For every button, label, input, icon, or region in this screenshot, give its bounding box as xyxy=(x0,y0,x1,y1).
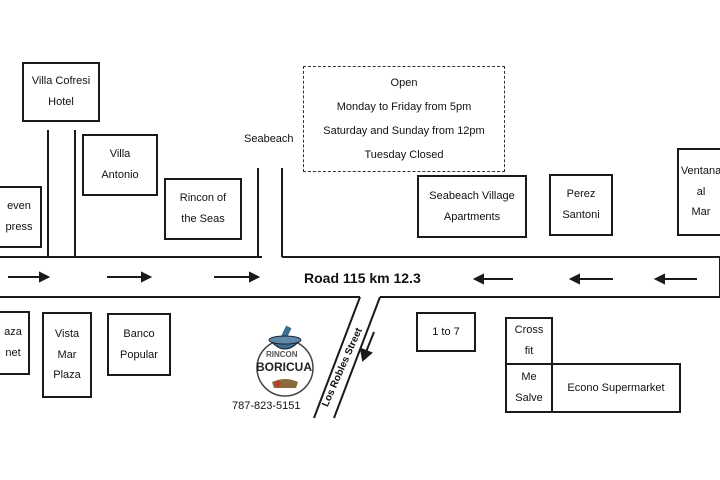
one-to-seven-box: 1 to 7 xyxy=(416,312,476,352)
villa-antonio-box: Villa Antonio xyxy=(82,134,158,196)
seven-express-box: even press xyxy=(0,186,42,248)
logo-bottom-text: BORICUA xyxy=(256,360,312,374)
hours-closed: Tuesday Closed xyxy=(364,149,444,161)
ventana-al-mar-box: Ventana al Mar xyxy=(677,148,720,236)
rincon-boricua-logo: RINCON BORICUA xyxy=(252,318,318,398)
banco-popular-box: Banco Popular xyxy=(107,313,171,376)
mortar-icon xyxy=(256,325,314,397)
hours-weekend: Saturday and Sunday from 12pm xyxy=(323,125,485,137)
phone-number: 787-823-5151 xyxy=(232,400,301,412)
hours-weekdays: Monday to Friday from 5pm xyxy=(336,101,472,113)
seabeach-village-apartments-box: Seabeach Village Apartments xyxy=(417,175,527,238)
seabeach-label: Seabeach xyxy=(244,133,294,145)
me-salve-box: Me Salve xyxy=(505,363,553,413)
traffic-arrows-east xyxy=(8,271,261,283)
cross-fit-box: Cross fit xyxy=(505,317,553,365)
traffic-arrows-west xyxy=(359,273,697,362)
logo-top-text: RINCON xyxy=(266,350,298,359)
villa-cofresi-hotel-box: Villa Cofresi Hotel xyxy=(22,62,100,122)
vista-mar-plaza-box: Vista Mar Plaza xyxy=(42,312,92,398)
plaza-net-box: aza net xyxy=(0,311,30,375)
perez-santoni-box: Perez Santoni xyxy=(549,174,613,236)
road-label: Road 115 km 12.3 xyxy=(304,270,421,286)
rincon-of-the-seas-box: Rincon of the Seas xyxy=(164,178,242,240)
econo-supermarket-box: Econo Supermarket xyxy=(551,363,681,413)
opening-hours: Open Monday to Friday from 5pm Saturday … xyxy=(303,66,505,172)
hours-title: Open xyxy=(390,77,418,89)
